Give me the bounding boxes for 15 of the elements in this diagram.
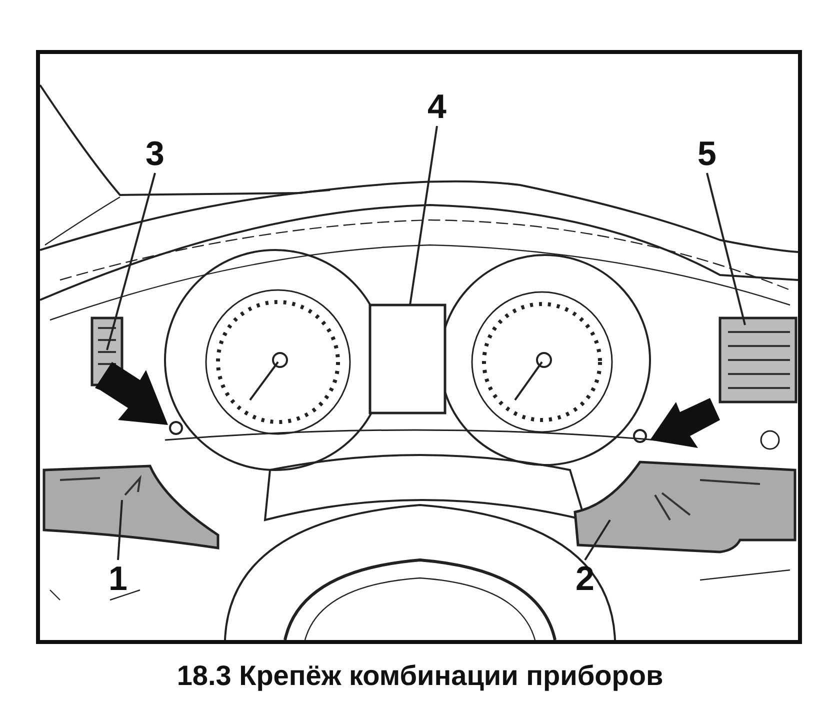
leader-line bbox=[584, 519, 611, 561]
display-screen bbox=[368, 304, 446, 414]
callout-number: 4 bbox=[423, 88, 451, 126]
callout-number: 1 bbox=[104, 560, 132, 598]
leader-line bbox=[106, 172, 156, 350]
trim-panel-drawing bbox=[574, 460, 796, 554]
leader-line bbox=[409, 126, 438, 306]
callout-number: 3 bbox=[141, 135, 169, 173]
leader-line bbox=[706, 172, 746, 326]
callout-number: 5 bbox=[693, 135, 721, 173]
leader-line bbox=[117, 500, 123, 560]
figure-caption: 18.3 Крепёж комбинации приборов bbox=[176, 660, 664, 692]
callout-number: 2 bbox=[571, 560, 599, 598]
trim-panel-drawing bbox=[42, 464, 220, 550]
air-vent-drawing bbox=[718, 316, 798, 404]
